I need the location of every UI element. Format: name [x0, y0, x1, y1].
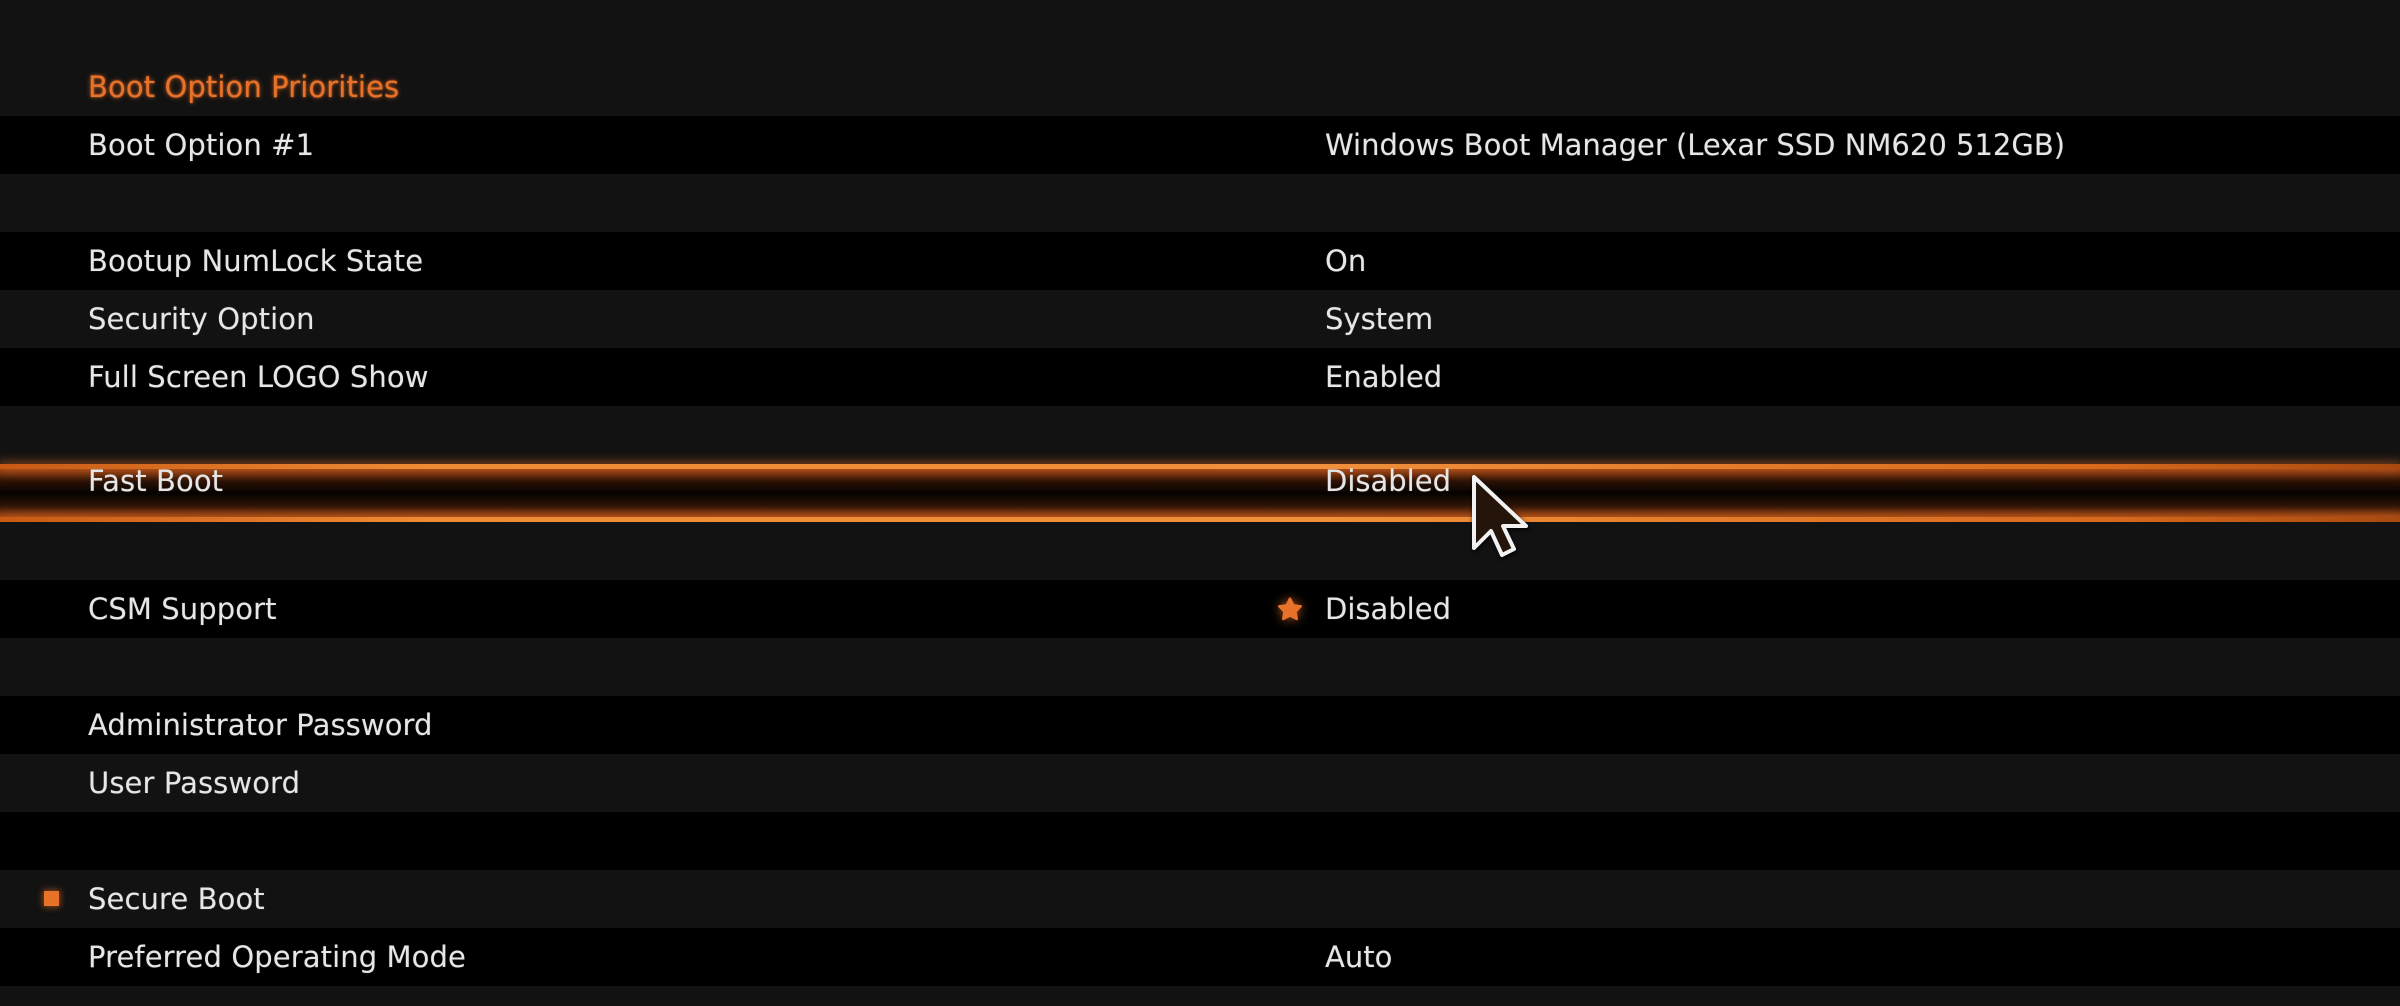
setting-label: User Password [88, 766, 301, 800]
setting-value[interactable]: On [1325, 244, 1367, 278]
setting-label: Administrator Password [88, 708, 433, 742]
row-spacer [0, 812, 2400, 870]
setting-label: CSM Support [88, 592, 277, 626]
setting-row-user-password[interactable]: User Password [0, 754, 2400, 812]
section-header-label: Boot Option Priorities [88, 70, 400, 104]
setting-value[interactable]: Disabled [1325, 464, 1451, 498]
setting-label: Full Screen LOGO Show [88, 360, 429, 394]
setting-value[interactable]: Disabled [1325, 592, 1451, 626]
row-spacer [0, 986, 2400, 1006]
section-header-boot-option-priorities: Boot Option Priorities [0, 58, 2400, 116]
row-spacer [0, 174, 2400, 232]
submenu-square-icon [44, 891, 59, 906]
setting-label: Boot Option #1 [88, 128, 315, 162]
setting-row-boot-option-1[interactable]: Boot Option #1 Windows Boot Manager (Lexa… [0, 116, 2400, 174]
setting-row-preferred-operating-mode[interactable]: Preferred Operating Mode Auto [0, 928, 2400, 986]
setting-label: Bootup NumLock State [88, 244, 424, 278]
setting-row-full-screen-logo-show[interactable]: Full Screen LOGO Show Enabled [0, 348, 2400, 406]
selection-border-top [0, 464, 2400, 469]
setting-row-administrator-password[interactable]: Administrator Password [0, 696, 2400, 754]
selection-border-bottom [0, 517, 2400, 522]
setting-row-secure-boot[interactable]: Secure Boot [0, 870, 2400, 928]
row-spacer [0, 0, 2400, 58]
row-spacer [0, 406, 2400, 464]
setting-row-csm-support[interactable]: CSM Support Disabled [0, 580, 2400, 638]
star-icon [1278, 597, 1302, 621]
setting-label: Security Option [88, 302, 315, 336]
row-spacer [0, 638, 2400, 696]
setting-label: Fast Boot [88, 464, 224, 498]
setting-label: Preferred Operating Mode [88, 940, 466, 974]
setting-label: Secure Boot [88, 882, 265, 916]
selection-fill [0, 469, 2400, 517]
setting-value[interactable]: Enabled [1325, 360, 1443, 394]
setting-value[interactable]: System [1325, 302, 1434, 336]
setting-value[interactable]: Windows Boot Manager (Lexar SSD NM620 51… [1325, 128, 2066, 162]
setting-row-security-option[interactable]: Security Option System [0, 290, 2400, 348]
setting-row-bootup-numlock-state[interactable]: Bootup NumLock State On [0, 232, 2400, 290]
setting-row-fast-boot-selected[interactable]: Fast Boot Disabled [0, 464, 2400, 522]
row-spacer [0, 522, 2400, 580]
selection-content: Fast Boot Disabled [0, 464, 2400, 522]
setting-value[interactable]: Auto [1325, 940, 1393, 974]
